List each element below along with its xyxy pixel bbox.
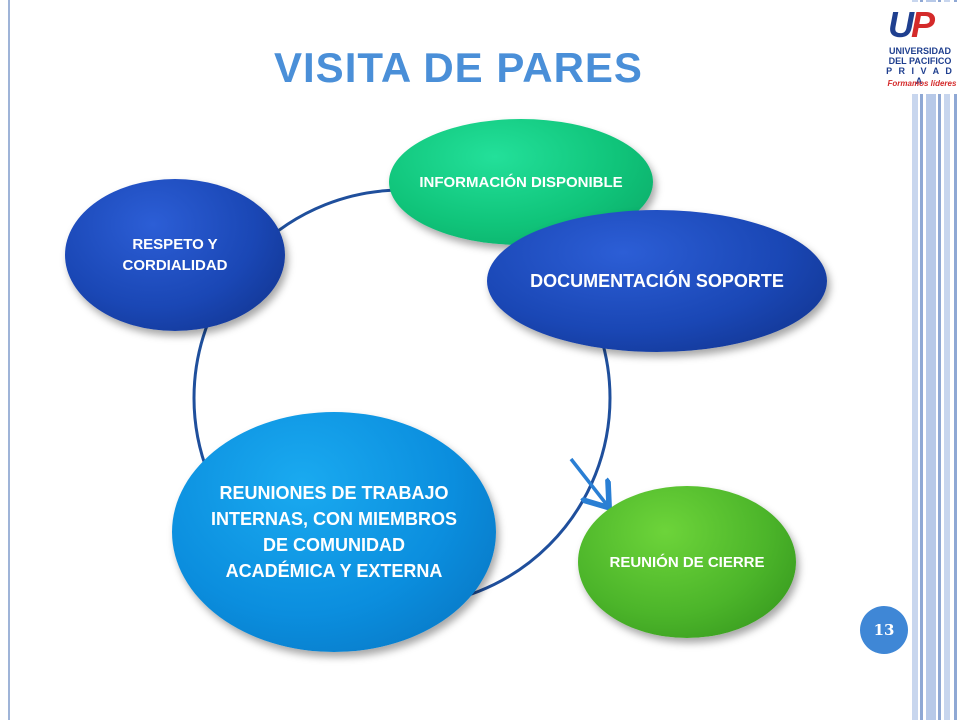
university-logo: UP UNIVERSIDAD DEL PACIFICO P R I V A D …	[878, 2, 960, 94]
page-title: VISITA DE PARES	[274, 44, 643, 91]
logo-line-1: UNIVERSIDAD	[888, 46, 951, 56]
node-reunion-cierre: REUNIÓN DE CIERRE	[578, 486, 796, 638]
node-respeto-cordialidad: RESPETO Y CORDIALIDAD	[65, 179, 285, 331]
transition-arrow	[569, 457, 607, 505]
logo-line-3: P R I V A D A	[886, 66, 954, 86]
node-documentacion-soporte: DOCUMENTACIÓN SOPORTE	[487, 210, 827, 352]
right-decorative-bars	[912, 0, 960, 720]
page-number-badge: 13	[860, 606, 908, 654]
left-border-line	[8, 0, 10, 720]
node-reuniones-trabajo: REUNIONES DE TRABAJO INTERNAS, CON MIEMB…	[172, 412, 496, 652]
logo-mark: UP	[888, 4, 935, 45]
logo-slogan: Formamos líderes	[887, 79, 957, 88]
logo-line-2: DEL PACIFICO	[888, 56, 952, 66]
